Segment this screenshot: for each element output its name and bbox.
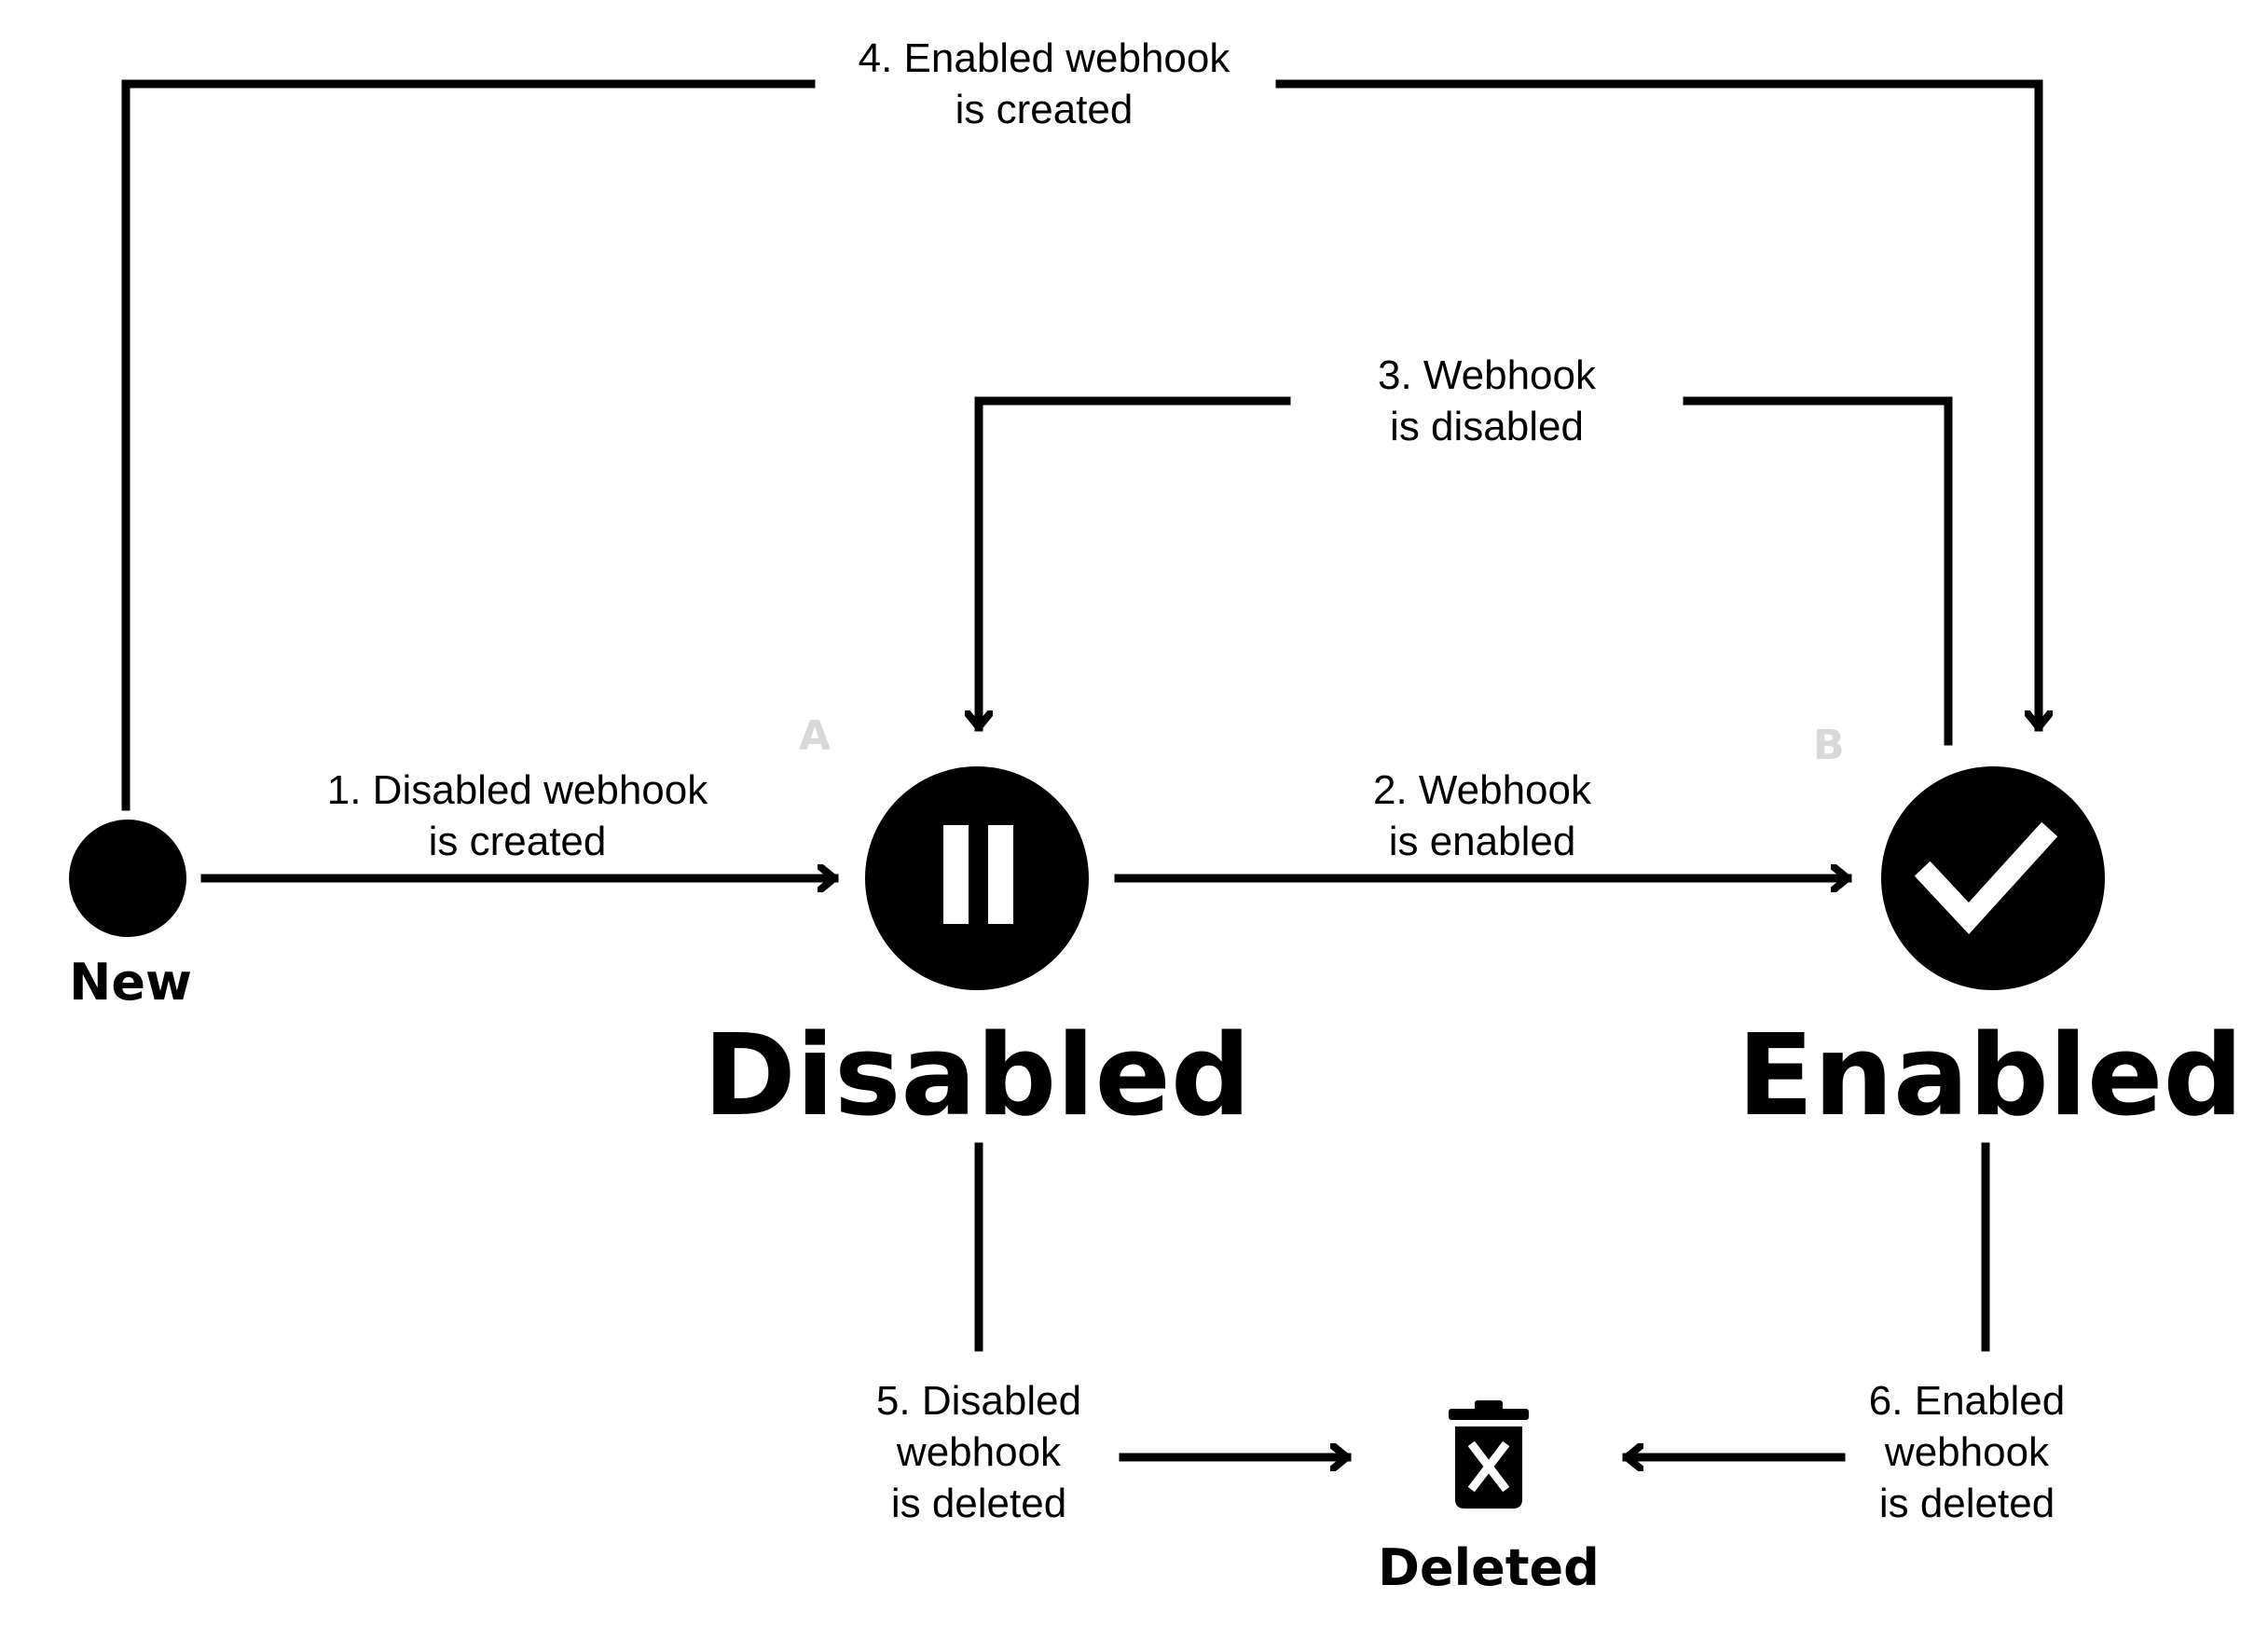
enabled-marker: B [1813, 722, 1845, 769]
disabled-marker: A [799, 712, 832, 760]
transition-4-label: 4. Enabled webhook is created [816, 33, 1272, 135]
transition-3-line1: 3. Webhook [1377, 352, 1596, 398]
transition-4-line-left [121, 79, 816, 811]
transition-1-line2: is created [428, 819, 607, 864]
transition-1-line1: 1. Disabled webhook [326, 767, 708, 813]
transition-2-line2: is enabled [1388, 819, 1576, 864]
transition-2-label: 2. Webhook is enabled [1296, 765, 1669, 867]
pause-icon [865, 766, 1089, 990]
transition-6-line2: webhook [1884, 1429, 2050, 1475]
transition-6-line3: is deleted [1878, 1481, 2055, 1526]
state-label-deleted: Deleted [1378, 1538, 1600, 1597]
transition-4-line1: 4. Enabled webhook [858, 35, 1230, 81]
checkmark-icon [1881, 766, 2105, 990]
transition-5-line1: 5. Disabled [875, 1378, 1082, 1424]
transition-3-arrow [979, 396, 1291, 732]
transition-3-line-right [1683, 396, 1953, 746]
transition-6-line1: 6. Enabled [1868, 1378, 2066, 1424]
transition-3-line2: is disabled [1390, 404, 1584, 449]
transition-6-label: 6. Enabled webhook is deleted [1827, 1375, 2107, 1529]
transition-3-label: 3. Webhook is disabled [1291, 350, 1683, 452]
transition-5-label: 5. Disabled webhook is deleted [839, 1375, 1119, 1529]
transition-5-line3: is deleted [890, 1481, 1067, 1526]
transition-1-label: 1. Disabled webhook is created [280, 765, 755, 867]
state-label-new: New [69, 953, 192, 1012]
state-label-enabled: Enabled [1737, 1012, 2244, 1141]
state-label-disabled: Disabled [703, 1012, 1251, 1141]
transition-2-line1: 2. Webhook [1372, 767, 1591, 813]
transition-4-arrow [1275, 79, 2039, 732]
start-node-icon [69, 820, 186, 937]
transition-4-line2: is created [955, 87, 1134, 132]
trash-can-icon [1449, 1400, 1529, 1509]
transition-5-line2: webhook [896, 1429, 1062, 1475]
